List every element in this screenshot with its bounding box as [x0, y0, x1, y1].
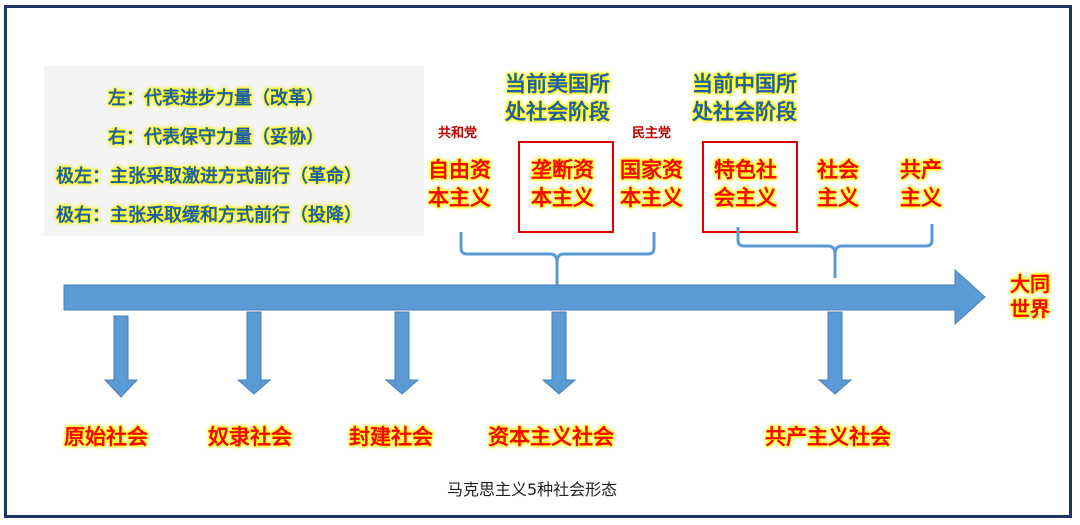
stage-communism-line1: 共产 [900, 158, 942, 182]
down-arrow-primitive [103, 315, 139, 398]
china-stage-header-line2: 处社会阶段 [692, 100, 797, 124]
society-slave: 奴隶社会 [208, 425, 292, 449]
stage-socialism: 社会 主义 [817, 156, 859, 212]
legend-far-left: 极左：主张采取激进方式前行（革命） [56, 166, 362, 187]
stage-state-capitalism-line1: 国家资 [620, 158, 683, 182]
down-arrow-communist [817, 311, 853, 395]
us-current-highlight-box [518, 141, 614, 233]
china-current-highlight-box [702, 141, 798, 233]
stage-communism: 共产 主义 [900, 156, 942, 212]
timeline-arrow [63, 268, 986, 326]
timeline-end-line1: 大同 [1010, 272, 1050, 296]
down-arrow-slave [236, 311, 272, 395]
china-stage-header-line1: 当前中国所 [692, 72, 797, 96]
us-stage-header-line1: 当前美国所 [505, 72, 610, 96]
party-republican: 共和党 [438, 126, 478, 141]
stage-communism-line2: 主义 [900, 186, 942, 210]
down-arrow-capitalist [541, 311, 577, 395]
brace-socialism [736, 224, 934, 278]
diagram-caption: 马克思主义5种社会形态 [447, 480, 618, 499]
stage-chinese-socialism: 特色社 会主义 [714, 156, 777, 212]
timeline-end-line2: 世界 [1010, 297, 1050, 321]
china-stage-header: 当前中国所 处社会阶段 [692, 70, 797, 126]
us-stage-header: 当前美国所 处社会阶段 [505, 70, 610, 126]
party-democratic: 民主党 [632, 126, 672, 141]
society-primitive: 原始社会 [64, 425, 148, 449]
timeline-end-label: 大同 世界 [1010, 272, 1050, 322]
stage-chinese-socialism-line2: 会主义 [714, 186, 777, 210]
stage-state-capitalism-line2: 本主义 [620, 186, 683, 210]
society-communist: 共产主义社会 [765, 425, 891, 449]
legend-left: 左：代表进步力量（改革） [108, 88, 324, 109]
legend-right: 右：代表保守力量（妥协） [108, 127, 324, 148]
stage-free-capitalism-line2: 本主义 [428, 186, 491, 210]
stage-monopoly-capitalism: 垄断资 本主义 [531, 156, 594, 212]
down-arrow-feudal [384, 311, 420, 395]
stage-monopoly-capitalism-line2: 本主义 [531, 186, 594, 210]
legend-far-right: 极右：主张采取缓和方式前行（投降） [56, 205, 362, 226]
stage-free-capitalism: 自由资 本主义 [428, 156, 491, 212]
stage-socialism-line1: 社会 [817, 158, 859, 182]
stage-monopoly-capitalism-line1: 垄断资 [531, 158, 594, 182]
stage-socialism-line2: 主义 [817, 186, 859, 210]
stage-state-capitalism: 国家资 本主义 [620, 156, 683, 212]
society-capitalist: 资本主义社会 [488, 425, 614, 449]
stage-free-capitalism-line1: 自由资 [428, 158, 491, 182]
stage-chinese-socialism-line1: 特色社 [714, 158, 777, 182]
legend-box [44, 66, 424, 236]
society-feudal: 封建社会 [349, 425, 433, 449]
brace-capitalism [459, 232, 656, 285]
us-stage-header-line2: 处社会阶段 [505, 100, 610, 124]
